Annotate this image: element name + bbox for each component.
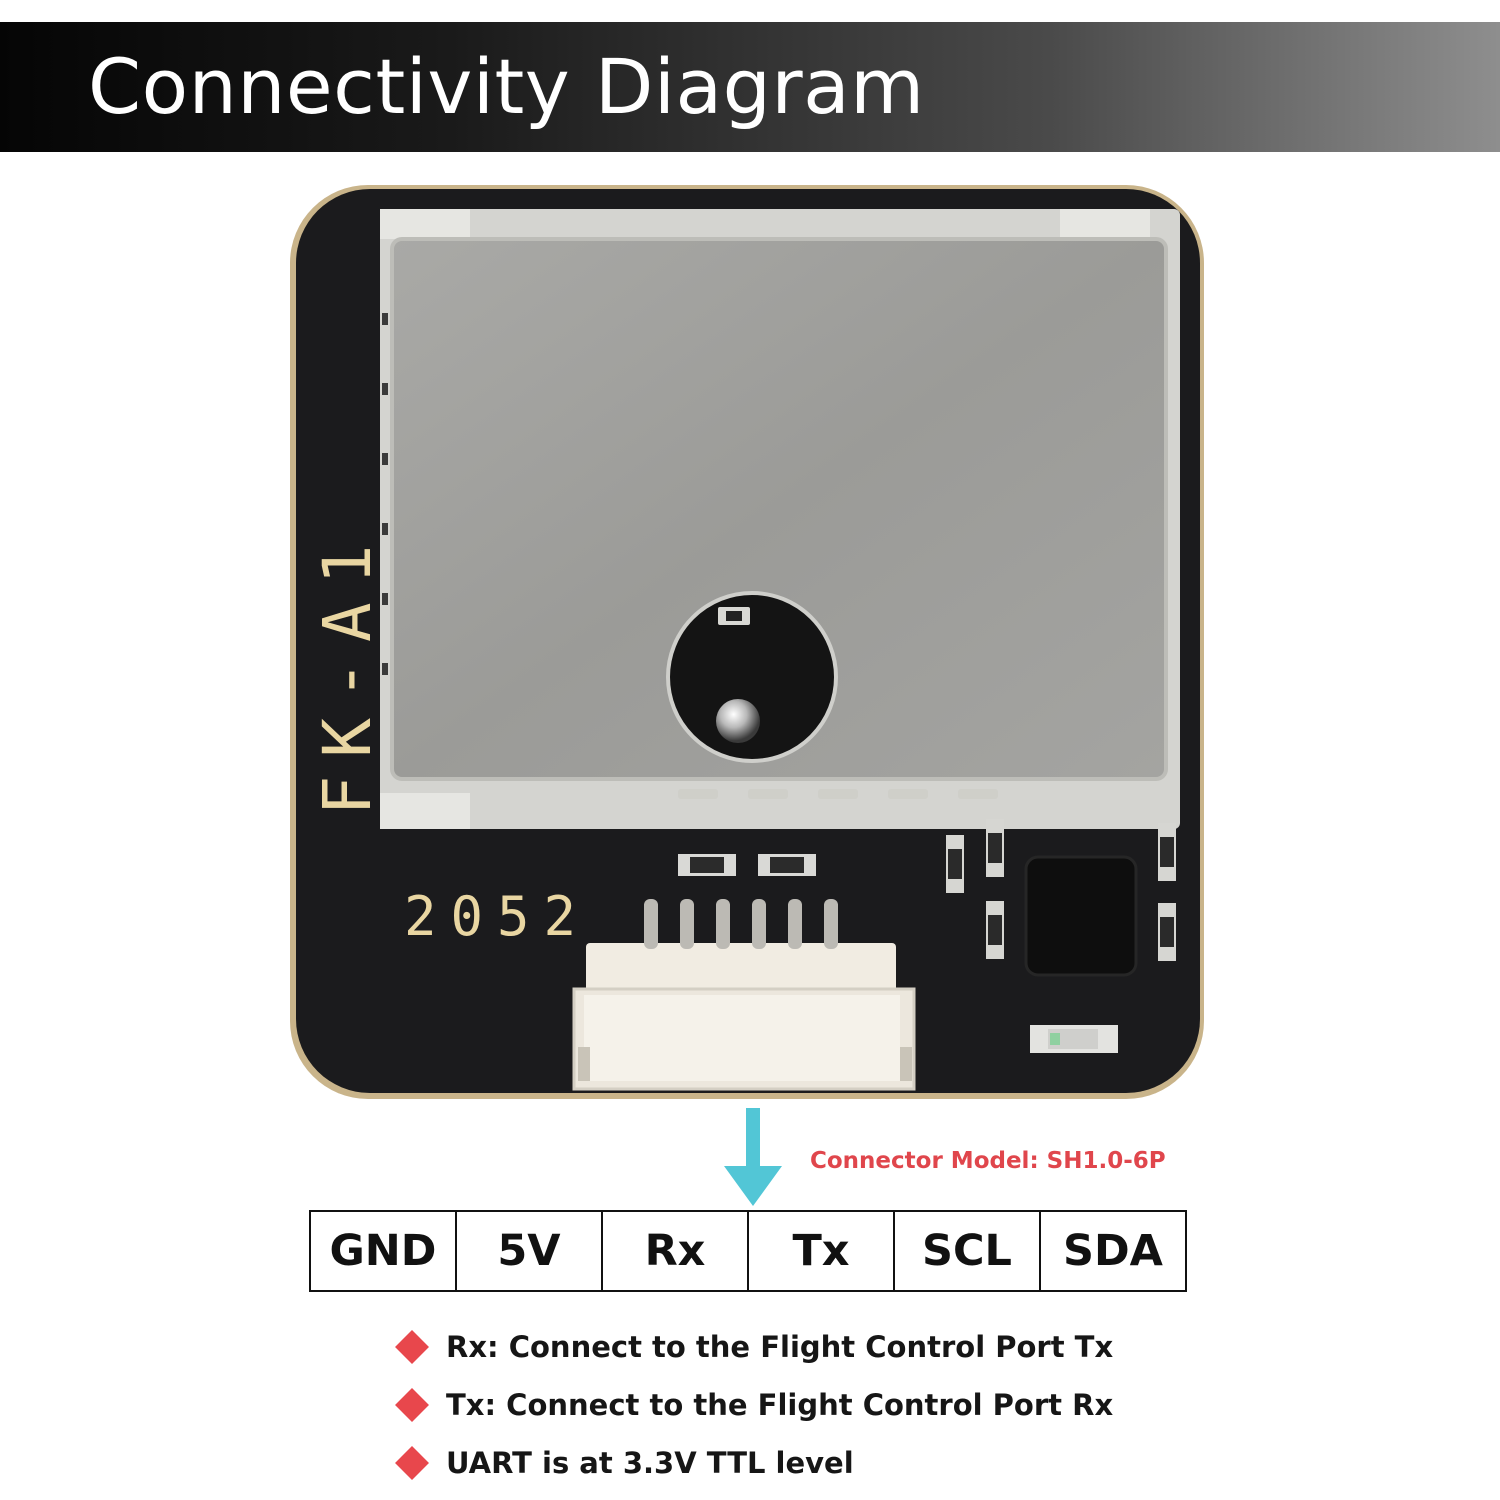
note-text: Rx: Connect to the Flight Control Port T… bbox=[446, 1330, 1114, 1364]
rf-shield bbox=[390, 237, 1168, 781]
pin-sda: SDA bbox=[1039, 1210, 1187, 1292]
diamond-bullet-icon bbox=[395, 1388, 429, 1422]
pin-gnd: GND bbox=[309, 1210, 457, 1292]
note-item: Tx: Connect to the Flight Control Port R… bbox=[394, 1376, 1113, 1434]
title-banner: Connectivity Diagram bbox=[0, 22, 1500, 152]
sensor-ball bbox=[716, 699, 760, 743]
connector-model-label: Connector Model: SH1.0-6P bbox=[810, 1148, 1166, 1174]
note-item: Rx: Connect to the Flight Control Port T… bbox=[394, 1318, 1113, 1376]
smd-resistors bbox=[678, 854, 816, 876]
shield-hole bbox=[666, 591, 838, 763]
page-title: Connectivity Diagram bbox=[88, 42, 925, 131]
diamond-bullet-icon bbox=[395, 1446, 429, 1480]
smd-components bbox=[946, 819, 1176, 1053]
pin-scl: SCL bbox=[893, 1210, 1041, 1292]
pinout-table: GND 5V Rx Tx SCL SDA bbox=[309, 1210, 1187, 1292]
note-text: Tx: Connect to the Flight Control Port R… bbox=[446, 1388, 1114, 1422]
model-marking: FK-A1 bbox=[309, 527, 386, 816]
arrow-down-icon bbox=[724, 1108, 782, 1206]
pin-tx: Tx bbox=[747, 1210, 895, 1292]
gps-module-board: FK-A1 2052 bbox=[288, 183, 1208, 1103]
note-text: UART is at 3.3V TTL level bbox=[446, 1446, 854, 1480]
board-number: 2052 bbox=[404, 885, 590, 948]
pin-5v: 5V bbox=[455, 1210, 603, 1292]
note-item: UART is at 3.3V TTL level bbox=[394, 1434, 1113, 1492]
pin-rx: Rx bbox=[601, 1210, 749, 1292]
board-illustration: FK-A1 2052 bbox=[290, 185, 1204, 1099]
ic-chip bbox=[1024, 855, 1138, 977]
notes-list: Rx: Connect to the Flight Control Port T… bbox=[394, 1318, 1113, 1492]
diamond-bullet-icon bbox=[395, 1330, 429, 1364]
sh1-connector bbox=[572, 899, 916, 1091]
